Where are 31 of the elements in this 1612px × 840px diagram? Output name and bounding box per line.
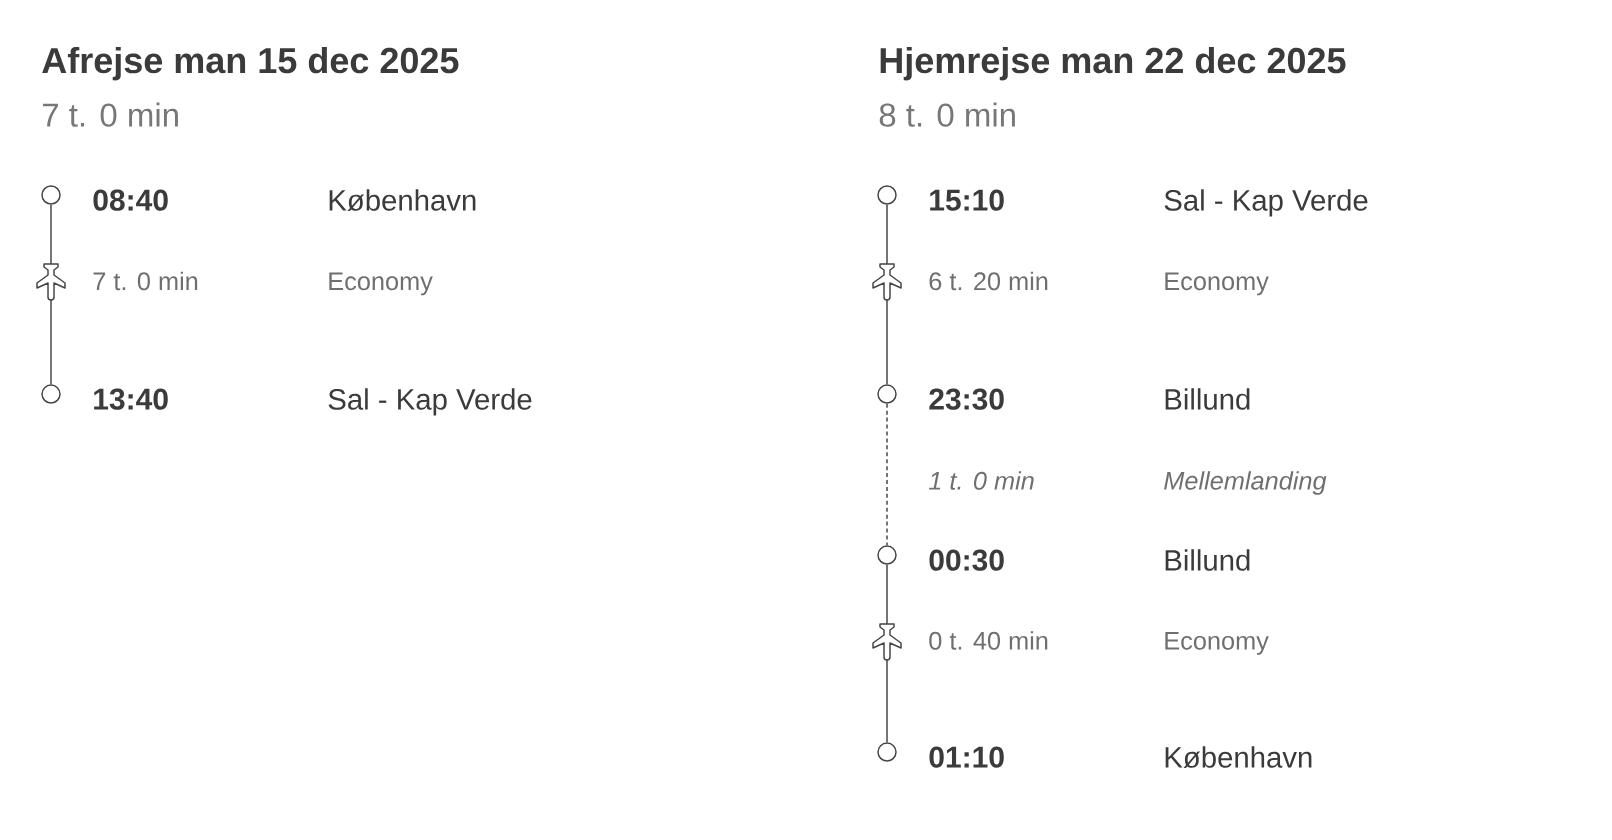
- section-heading: Afrejse man 15 dec 2025: [42, 46, 459, 81]
- cabin-class: Economy: [329, 272, 433, 296]
- section-heading: Hjemrejse man 22 dec 2025: [880, 46, 1346, 81]
- timeline-line: [886, 403, 888, 546]
- stop-time: 01:10: [929, 746, 1004, 768]
- place-name: Billund: [1165, 388, 1250, 410]
- trip-duration: 8 t. 0 min: [879, 102, 1015, 127]
- flight-duration: 6 t. 20 min: [929, 271, 1048, 291]
- stop-time: 13:40: [94, 388, 168, 410]
- stop-circle: [877, 384, 897, 404]
- layover-duration: 1 t. 0 min: [928, 471, 1034, 490]
- flight-duration: 7 t. 0 min: [93, 271, 198, 291]
- stop-circle: [877, 742, 897, 762]
- stop-circle: [41, 384, 61, 404]
- trip-duration: 7 t. 0 min: [42, 102, 178, 127]
- stop-time: 00:30: [929, 549, 1004, 571]
- stop-circle: [41, 185, 61, 205]
- place-name: Sal - Kap Verde: [1164, 189, 1368, 217]
- cabin-class: Economy: [1165, 272, 1269, 296]
- place-name: København: [329, 189, 476, 212]
- stop-time: 23:30: [929, 388, 1004, 410]
- place-name: Sal - Kap Verde: [328, 388, 532, 416]
- flight-duration: 0 t. 40 min: [929, 631, 1048, 650]
- place-name: København: [1165, 746, 1312, 769]
- stop-circle: [877, 545, 897, 565]
- cabin-class: Economy: [1165, 632, 1269, 655]
- stop-circle: [877, 185, 897, 205]
- place-name: Billund: [1165, 549, 1250, 571]
- stop-time: 08:40: [93, 189, 168, 211]
- stop-time: 15:10: [930, 189, 1004, 211]
- layover-note: Mellemlanding: [1164, 471, 1327, 495]
